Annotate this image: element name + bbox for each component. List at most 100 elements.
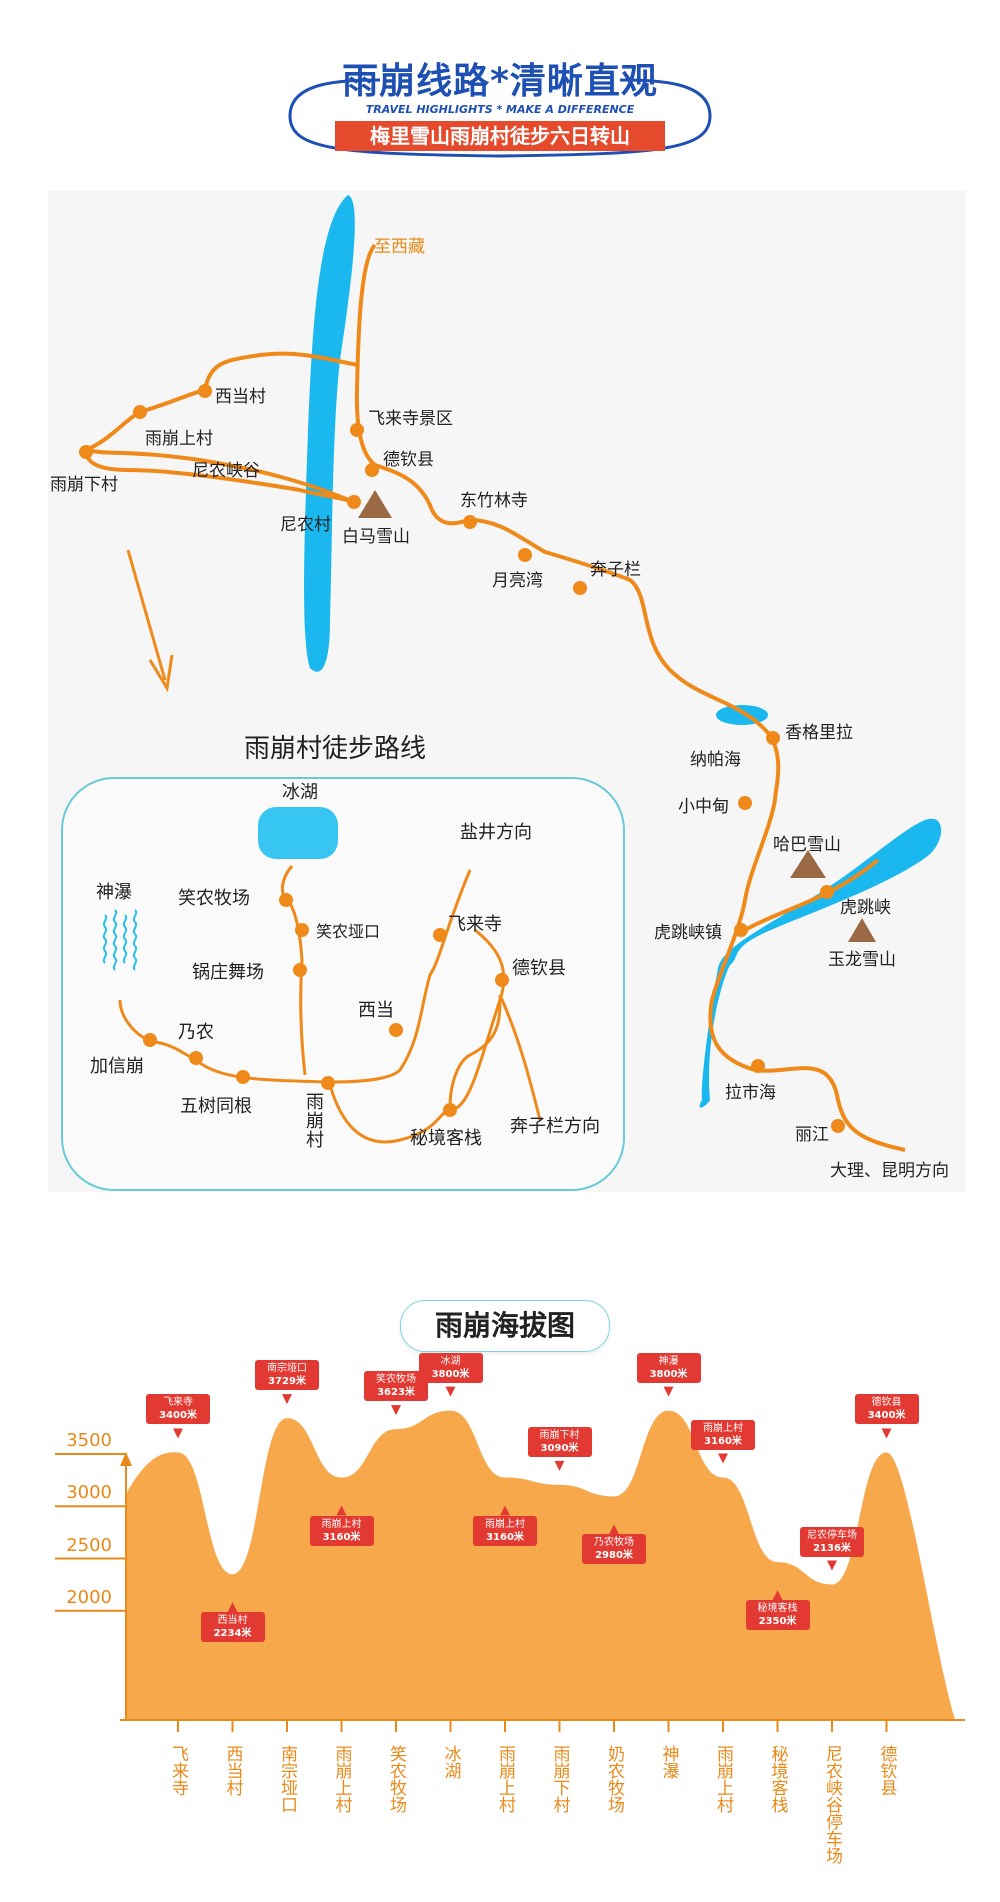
label-napahai: 纳帕海 [690, 750, 741, 770]
label-lashihai: 拉市海 [725, 1083, 776, 1103]
route-west-2 [85, 448, 355, 504]
inset-label-xiaonong-ranch: 笑农牧场 [178, 888, 250, 909]
inset-node-deqin [495, 973, 509, 987]
inset-node-wushu [236, 1070, 250, 1084]
x-category-label: 神瀑 [658, 1745, 679, 1779]
inset-label-nainong: 乃农 [178, 1022, 214, 1043]
inset-label-deqin: 德钦县 [512, 958, 566, 979]
node-shangri-la [766, 731, 780, 745]
badge-pointer [173, 1428, 183, 1439]
badge-pointer [554, 1460, 565, 1471]
label-benzilan: 奔子栏 [590, 560, 641, 580]
inset-frame [61, 777, 625, 1191]
x-category-label: 尼农峡谷停车场 [822, 1745, 842, 1864]
mountain-icon-haba [790, 850, 826, 878]
inset-route-main [118, 869, 472, 1084]
elevation-title: 雨崩海拔图 [434, 1309, 575, 1342]
badge-name: 神瀑 [658, 1355, 679, 1367]
x-category-label: 秘境客栈 [767, 1745, 788, 1813]
badge-pointer [881, 1428, 892, 1439]
badge-elevation: 3160米 [704, 1435, 742, 1447]
inset-label-jiaxinbeng: 加信崩 [90, 1056, 144, 1077]
label-haba: 哈巴雪山 [773, 835, 841, 855]
label-xiaozhongdian: 小中甸 [678, 797, 729, 817]
page-title: 雨崩线路*清晰直观 [342, 61, 658, 102]
label-hutiaoxia: 虎跳峡 [840, 898, 891, 918]
badge-name: 乃农牧场 [594, 1537, 634, 1549]
route-west [83, 351, 359, 504]
x-category-label: 冰湖 [440, 1745, 461, 1779]
elevation-area [126, 1410, 955, 1720]
inset-label-benzilan-dir: 奔子栏方向 [510, 1116, 600, 1137]
label-deqin: 德钦县 [383, 450, 434, 470]
label-baima: 白马雪山 [342, 527, 410, 547]
label-yulong: 玉龙雪山 [828, 950, 896, 970]
badge-name: 南宗垭口 [267, 1363, 307, 1375]
node-hutiaoxia [820, 885, 834, 899]
label-dali-kunming: 大理、昆明方向 [830, 1161, 949, 1181]
badge-name: 雨崩上村 [703, 1422, 743, 1434]
badge-elevation: 3160米 [486, 1531, 524, 1543]
x-category-label: 雨崩上村 [713, 1745, 733, 1813]
header-frame [288, 78, 712, 158]
badge-pointer [391, 1405, 401, 1416]
label-ninong-village: 尼农村 [280, 515, 331, 535]
inset-label-feilaisi: 飞来寺 [448, 914, 502, 935]
label-xidang: 西当村 [215, 387, 266, 407]
badge-elevation: 2980米 [595, 1550, 633, 1562]
x-category-label: 雨崩上村 [495, 1745, 515, 1813]
label-yueliangwan: 月亮湾 [492, 571, 543, 591]
label-hutiaoxia-town: 虎跳峡镇 [654, 923, 722, 943]
x-category-label: 雨崩上村 [331, 1745, 352, 1813]
badge-pointer [663, 1386, 674, 1397]
node-deqin [365, 463, 379, 477]
inset-label-wushutonggen: 五树同根 [180, 1096, 252, 1117]
badge-name: 雨崩上村 [321, 1518, 362, 1530]
inset-node-xiaonong-pass [295, 923, 309, 937]
x-category-label: 南宗垭口 [277, 1745, 297, 1813]
badge-name: 德钦县 [871, 1397, 902, 1409]
badge-pointer [282, 1394, 292, 1405]
inset-node-feilaisi [433, 928, 447, 942]
label-to-tibet: 至西藏 [374, 237, 425, 257]
badge-name: 西当村 [217, 1615, 248, 1627]
badge-pointer [772, 1590, 783, 1601]
y-tick-label: 2000 [66, 1586, 112, 1608]
inset-node-xidang [389, 1023, 403, 1037]
label-yubeng-lower: 雨崩下村 [50, 475, 118, 495]
node-dongzhulin [463, 515, 477, 529]
elevation-title-frame [400, 1300, 610, 1352]
inset-label-xiaonong-pass: 笑农垭口 [316, 922, 381, 941]
badge-pointer [609, 1524, 619, 1535]
badge-pointer [500, 1505, 510, 1516]
node-xiaozhongdian [738, 796, 752, 810]
river-jinsha [699, 818, 942, 1108]
badge-elevation: 2136米 [813, 1542, 851, 1554]
down-arrow-icon [126, 549, 174, 693]
waterfall-icon [102, 909, 138, 971]
route-haba [744, 858, 880, 932]
x-category-label: 奶农牧场 [604, 1745, 624, 1813]
badge-elevation: 3400米 [867, 1410, 906, 1422]
inset-node-nainong [189, 1051, 203, 1065]
badge-pointer [827, 1560, 837, 1571]
inset-node-yubeng [321, 1076, 335, 1090]
mountain-icon-yulong [848, 918, 876, 942]
inset-node-jiaxinbeng [143, 1033, 157, 1047]
badge-elevation: 3800米 [431, 1368, 470, 1380]
badge-name: 雨崩下村 [539, 1429, 580, 1441]
node-yueliangwan [518, 548, 532, 562]
node-ninong [347, 495, 361, 509]
node-benzilan [573, 581, 587, 595]
label-yubeng-upper: 雨崩上村 [145, 429, 213, 449]
x-category-label: 笑农牧场 [386, 1745, 406, 1813]
node-lashihai [751, 1059, 765, 1073]
